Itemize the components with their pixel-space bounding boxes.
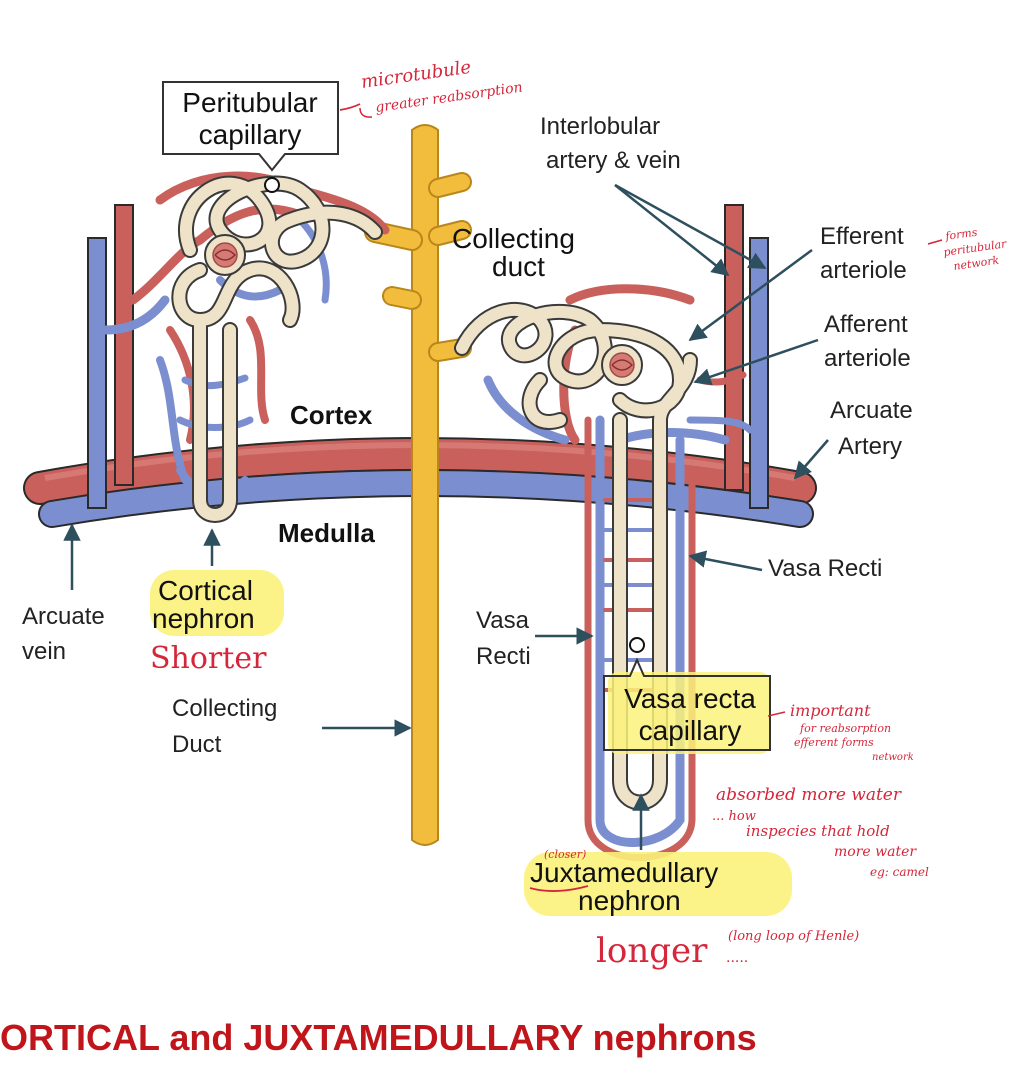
collecting-duct-top-line1: Collecting <box>452 223 575 254</box>
note-absorbed-line5: eg: camel <box>870 865 929 879</box>
arcuate-vein-label-line2: vein <box>22 638 66 665</box>
note-important-line4: network <box>872 752 914 763</box>
vasa-recta-capillary-line2: capillary <box>639 715 742 746</box>
arcuate-vein-label-line1: Arcuate <box>22 603 105 630</box>
peritubular-capillary-marker <box>264 177 280 193</box>
collecting-duct-bottom-line1: Collecting <box>172 695 277 722</box>
vasa-recti-left-line1: Vasa <box>476 607 530 634</box>
note-absorbed-line3: inspecies that hold <box>746 822 890 840</box>
vasa-recta-capillary-line1: Vasa recta <box>624 683 756 714</box>
cortex-label: Cortex <box>290 400 373 430</box>
note-forms-line3: network <box>953 254 1001 273</box>
afferent-label-line1: Afferent <box>824 311 908 338</box>
cortical-nephron-line1: Cortical <box>158 575 253 606</box>
arcuate-artery-label-line1: Arcuate <box>830 397 913 424</box>
collecting-duct-bottom-line2: Duct <box>172 731 222 758</box>
note-important-line2: for reabsorption <box>799 722 891 735</box>
juxtamedullary-glomerulus <box>601 344 643 386</box>
cortical-nephron-line2: nephron <box>152 603 255 634</box>
note-longer: longer <box>596 931 708 971</box>
note-absorbed-line1: absorbed more water <box>716 785 902 805</box>
efferent-label-line2: arteriole <box>820 257 907 284</box>
note-long-loop: (long loop of Henle) <box>728 929 859 944</box>
note-dots: ..... <box>726 950 748 966</box>
page-title: ORTICAL and JUXTAMEDULLARY nephrons <box>0 1017 757 1058</box>
left-interlobular-vein <box>87 237 107 509</box>
juxtamedullary-nephron <box>454 284 754 861</box>
vasa-recta-callout: Vasa recta capillary <box>603 657 771 754</box>
note-shorter: Shorter <box>150 641 267 676</box>
vasa-recta-capillary-marker <box>629 637 645 653</box>
vasa-recti-right-label: Vasa Recti <box>768 555 882 582</box>
juxtamedullary-line1: Juxtamedullary <box>530 857 718 888</box>
peritubular-label-line2: capillary <box>199 119 302 150</box>
efferent-label-line1: Efferent <box>820 223 904 250</box>
handwritten-notes: microtubule greater reabsorption forms p… <box>150 57 1008 971</box>
right-interlobular-vein <box>749 237 769 509</box>
juxtamedullary-highlight <box>524 852 792 916</box>
note-absorbed-line2: ... how <box>712 809 756 824</box>
interlobular-label-line2: artery & vein <box>546 147 681 174</box>
peritubular-callout: Peritubular capillary <box>162 81 339 172</box>
cortical-highlight <box>150 570 284 636</box>
interlobular-label-line1: Interlobular <box>540 113 660 140</box>
note-closer: (closer) <box>544 848 586 861</box>
note-absorbed-line4: more water <box>834 844 917 860</box>
afferent-label-line2: arteriole <box>824 345 911 372</box>
leader-lines <box>63 183 829 850</box>
note-important-line3: efferent forms <box>794 736 874 749</box>
cortical-nephron <box>101 171 390 523</box>
peritubular-label-line1: Peritubular <box>182 87 317 118</box>
cortical-glomerulus <box>204 234 246 276</box>
note-important-line1: important <box>790 701 871 720</box>
note-microtubule: microtubule <box>360 57 473 93</box>
arcuate-artery-label-line2: Artery <box>838 433 902 460</box>
medulla-label: Medulla <box>278 518 375 548</box>
vasa-recti-left-line2: Recti <box>476 643 531 670</box>
note-forms-line1: forms <box>944 226 979 244</box>
collecting-duct-top-line2: duct <box>492 251 545 282</box>
juxtamedullary-line2: nephron <box>578 885 681 916</box>
left-interlobular-artery <box>114 204 134 486</box>
